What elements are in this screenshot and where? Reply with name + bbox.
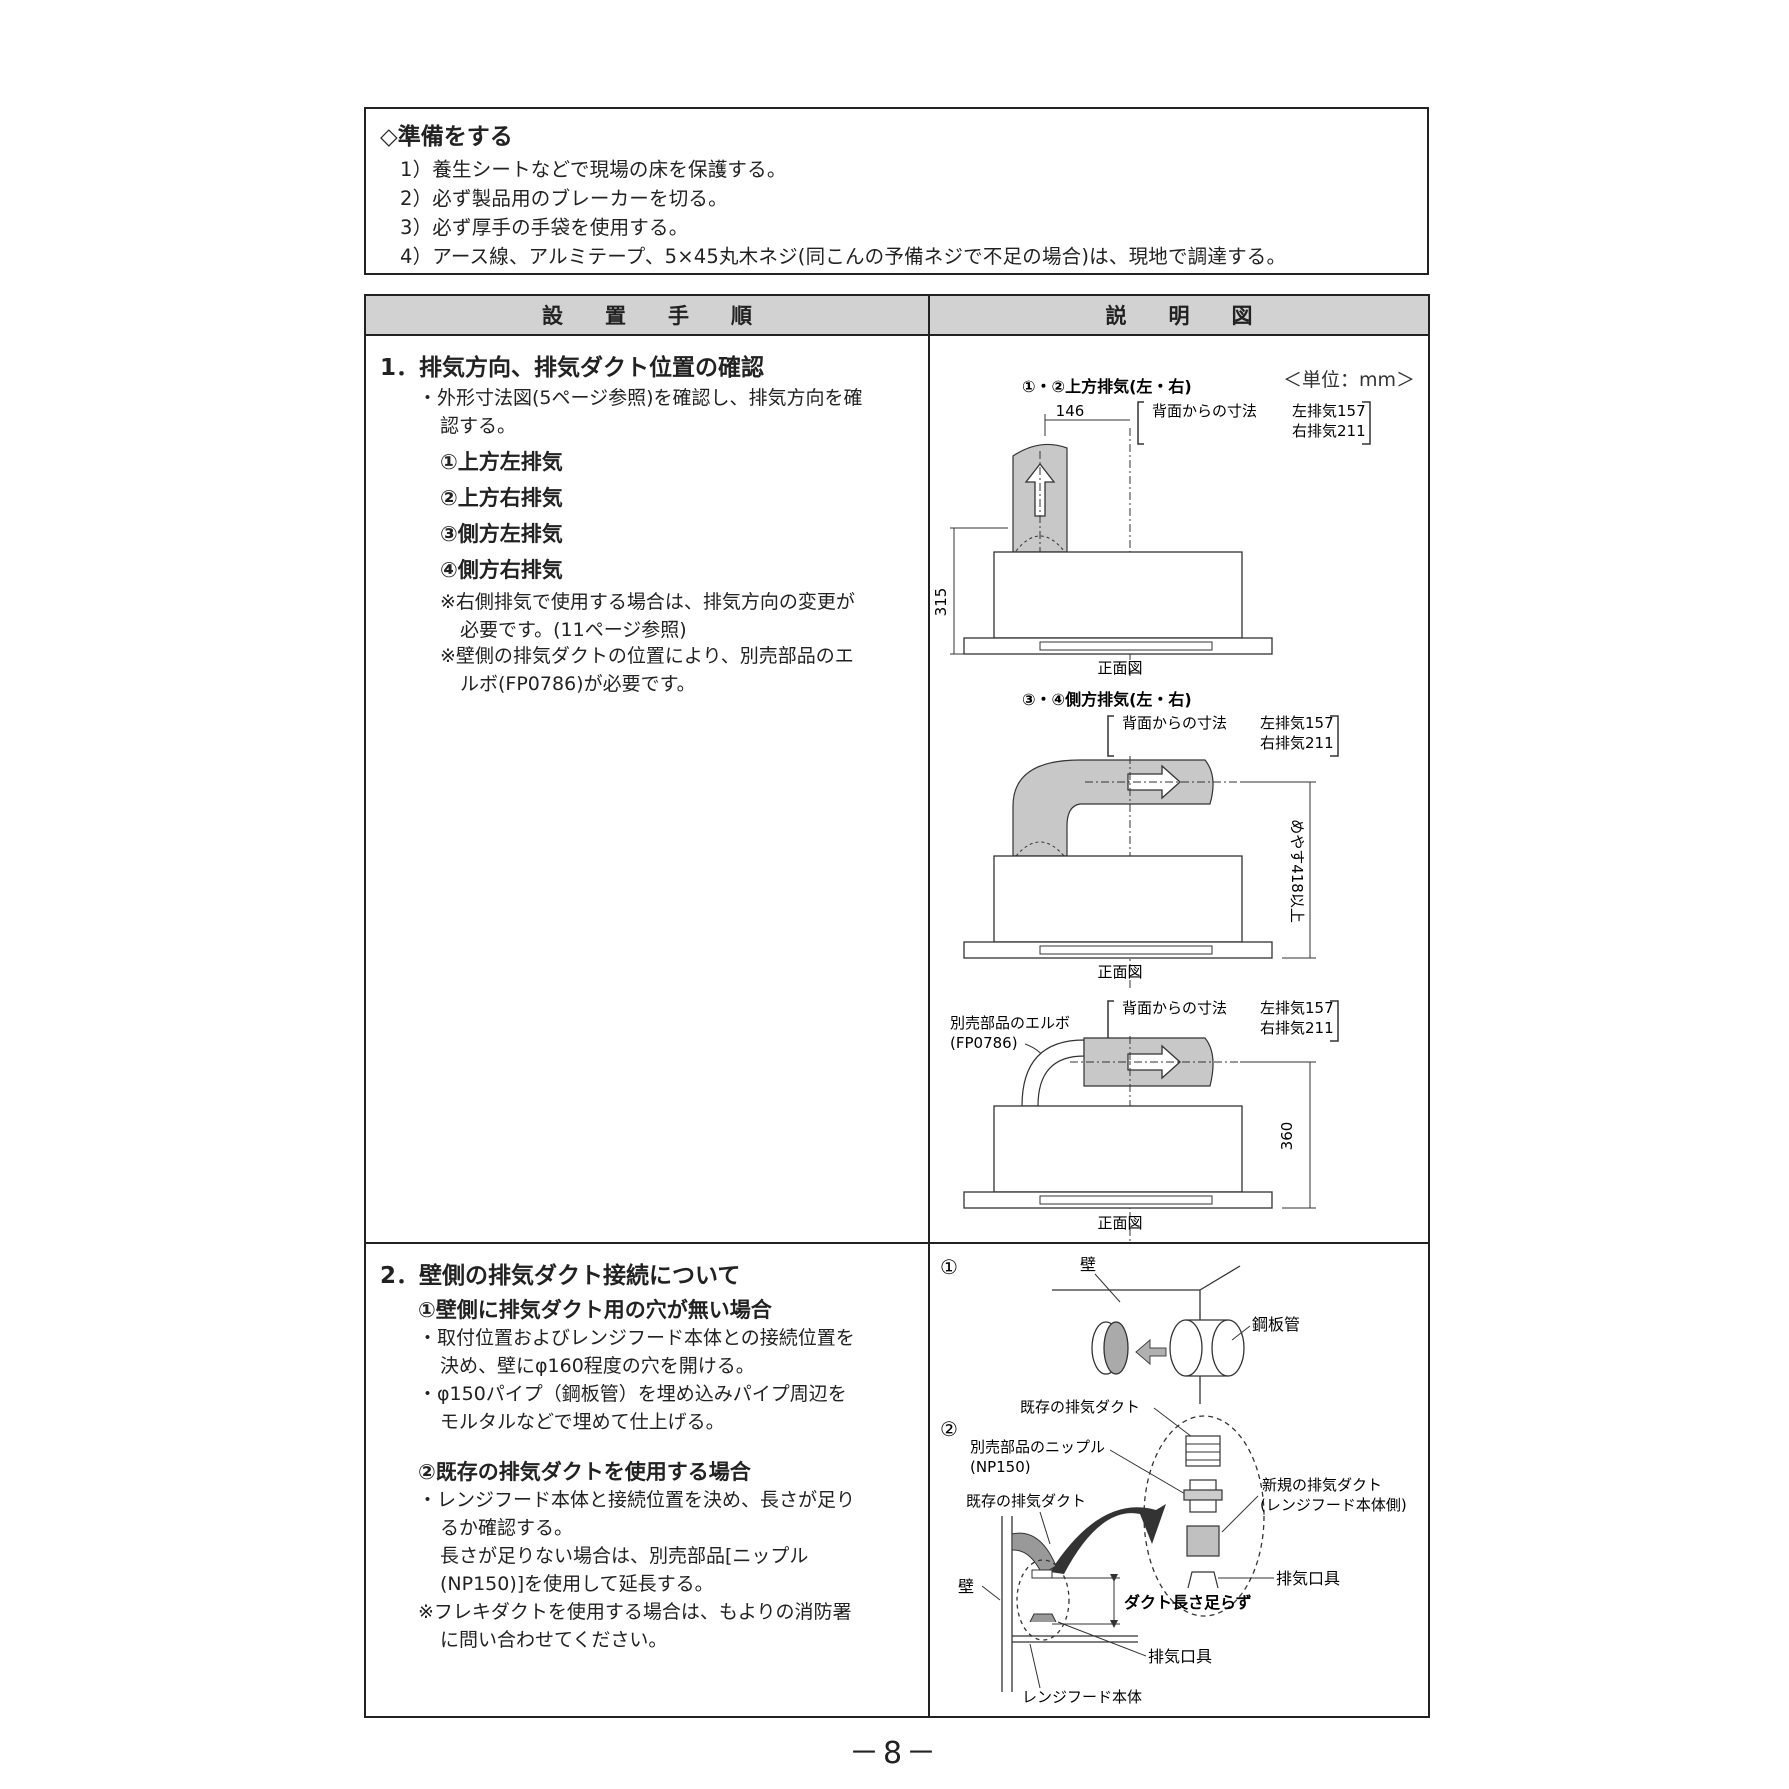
steel-pipe bbox=[1169, 1319, 1203, 1377]
option-side-left-exhaust: ③側方左排気 bbox=[440, 522, 563, 546]
section1-note2-line1: ※壁側の排気ダクトの位置により、別売部品のエ bbox=[440, 645, 854, 667]
preparation-item-1: 1）養生シートなどで現場の床を保護する。 bbox=[400, 158, 787, 181]
side-duct bbox=[1012, 759, 1214, 857]
curved-arrow-icon bbox=[1050, 1504, 1166, 1574]
nipple-label-line1: 別売部品のニップル bbox=[970, 1438, 1105, 1456]
front-view-label-2: 正面図 bbox=[1097, 963, 1142, 981]
section1-bullet-line2: 認する。 bbox=[440, 415, 517, 437]
side-right-211: 右排気211 bbox=[1260, 734, 1334, 752]
option-top-left-exhaust: ①上方左排気 bbox=[440, 450, 563, 474]
elbow-label-line1: 別売部品のエルボ bbox=[950, 1014, 1070, 1032]
section1-note2-line2: ルボ(FP0786)が必要です。 bbox=[460, 673, 696, 695]
top-back-dim-label: 背面からの寸法 bbox=[1152, 402, 1257, 420]
exhaust-fitting-label-1: 排気口具 bbox=[1276, 1569, 1340, 1588]
top-exhaust-title: ①・②上方排気(左・右) bbox=[1022, 377, 1192, 396]
dim-315-label: 315 bbox=[932, 588, 950, 617]
s1-bullet2-line2: モルタルなどで埋めて仕上げる。 bbox=[440, 1411, 725, 1433]
dim-418-label: めやす418以上 bbox=[1288, 819, 1306, 923]
section1-note1-line2: 必要です。(11ページ参照) bbox=[460, 619, 687, 641]
flexible-duct bbox=[1011, 1532, 1057, 1575]
elbow-right-211: 右排気211 bbox=[1260, 1019, 1334, 1037]
header-explanation-figure: 説 明 図 bbox=[930, 296, 1428, 336]
preparation-title: ◇準備をする bbox=[380, 124, 513, 150]
s1-bullet2-line1: ・φ150パイプ（鋼板管）を埋め込みパイプ周辺を bbox=[418, 1383, 847, 1405]
side-back-dim-label: 背面からの寸法 bbox=[1122, 714, 1227, 732]
page-number: －8－ bbox=[848, 1736, 941, 1771]
top-hood-body bbox=[993, 551, 1243, 639]
option-side-right-exhaust: ④側方右排気 bbox=[440, 558, 563, 582]
s2-bullet1-line3: 長さが足りない場合は、別売部品[ニップル bbox=[440, 1545, 809, 1567]
s2-note-line1: ※フレキダクトを使用する場合は、もよりの消防署 bbox=[418, 1601, 852, 1623]
elbow-label-line2: (FP0786) bbox=[950, 1034, 1018, 1052]
column-divider bbox=[928, 296, 930, 1716]
s1-bullet1-line2: 決め、壁にφ160程度の穴を開ける。 bbox=[440, 1355, 755, 1377]
nipple-label-line2: (NP150) bbox=[970, 1458, 1031, 1476]
hood-body-label: レンジフード本体 bbox=[1022, 1688, 1142, 1706]
preparation-box: ◇準備をする 1）養生シートなどで現場の床を保護する。 2）必ず製品用のブレーカ… bbox=[364, 107, 1429, 275]
header-installation-steps: 設 置 手 順 bbox=[366, 296, 928, 336]
exhaust-fitting-label-2: 排気口具 bbox=[1148, 1647, 1212, 1666]
unit-label: ＜単位：mm＞ bbox=[1283, 369, 1415, 391]
s2-bullet1-line4: (NP150)]を使用して延長する。 bbox=[440, 1573, 714, 1595]
s2-bullet1-line1: ・レンジフード本体と接続位置を決め、長さが足り bbox=[418, 1489, 856, 1511]
s2-bullet1-line2: るか確認する。 bbox=[440, 1517, 574, 1539]
left-arrow-icon bbox=[1135, 1338, 1167, 1366]
diagram-number-1: ① bbox=[940, 1255, 958, 1279]
s1-bullet1-line1: ・取付位置およびレンジフード本体との接続位置を bbox=[418, 1327, 855, 1349]
new-duct-label-line2: (レンジフード本体側) bbox=[1260, 1496, 1407, 1514]
top-right-211: 右排気211 bbox=[1292, 422, 1366, 440]
new-duct-part bbox=[1186, 1525, 1220, 1557]
new-duct-label-line1: 新規の排気ダクト bbox=[1262, 1476, 1382, 1494]
side-exhaust-title: ③・④側方排気(左・右) bbox=[1022, 690, 1192, 709]
wall-label-2: 壁 bbox=[958, 1577, 974, 1596]
elbow-back-dim-label: 背面からの寸法 bbox=[1122, 999, 1227, 1017]
section1-title: 1．排気方向、排気ダクト位置の確認 bbox=[380, 355, 765, 381]
preparation-item-2: 2）必ず製品用のブレーカーを切る。 bbox=[400, 187, 728, 210]
existing-duct-label-2: 既存の排気ダクト bbox=[966, 1492, 1086, 1510]
wall-label-1: 壁 bbox=[1080, 1255, 1096, 1274]
exhaust-fitting-part bbox=[1187, 1571, 1219, 1589]
exhaust-direction-diagram: ＜単位：mm＞ ①・②上方排気(左・右) 146 背面からの寸法 左排気157 … bbox=[930, 336, 1430, 1242]
s2-note-line2: に問い合わせてください。 bbox=[440, 1629, 668, 1651]
section2-subtitle-1: ①壁側に排気ダクト用の穴が無い場合 bbox=[418, 1298, 772, 1322]
section2-subtitle-2: ②既存の排気ダクトを使用する場合 bbox=[418, 1460, 751, 1484]
preparation-item-4: 4）アース線、アルミテープ、5×45丸木ネジ(同こんの予備ネジで不足の場合)は、… bbox=[400, 245, 1287, 268]
elbow-part bbox=[1021, 1039, 1085, 1107]
dim-146-label: 146 bbox=[1056, 402, 1085, 420]
preparation-item-3: 3）必ず厚手の手袋を使用する。 bbox=[400, 216, 689, 239]
section1-bullet-line1: ・外形寸法図(5ページ参照)を確認し、排気方向を確 bbox=[418, 387, 863, 409]
section2-title: 2．壁側の排気ダクト接続について bbox=[380, 1263, 741, 1289]
option-top-right-exhaust: ②上方右排気 bbox=[440, 486, 563, 510]
existing-duct-label-1: 既存の排気ダクト bbox=[1020, 1398, 1140, 1416]
existing-duct-part bbox=[1185, 1435, 1221, 1467]
wall-duct-diagram: ① 壁 鋼板管 ② 既存の排気ダクト 別売部品のニップル (NP150) bbox=[930, 1244, 1430, 1716]
steel-pipe-label: 鋼板管 bbox=[1252, 1315, 1300, 1334]
side-left-157: 左排気157 bbox=[1260, 714, 1334, 732]
front-view-label-3: 正面図 bbox=[1097, 1214, 1142, 1232]
installation-table: 設 置 手 順 説 明 図 1．排気方向、排気ダクト位置の確認 ・外形寸法図(5… bbox=[364, 294, 1430, 1718]
row-divider bbox=[366, 1242, 1428, 1244]
elbow-left-157: 左排気157 bbox=[1260, 999, 1334, 1017]
duct-short-label: ダクト長さ足らず bbox=[1124, 1593, 1252, 1612]
section1-note1-line1: ※右側排気で使用する場合は、排気方向の変更が bbox=[440, 591, 855, 613]
top-left-157: 左排気157 bbox=[1292, 402, 1366, 420]
dim-360-label: 360 bbox=[1278, 1122, 1296, 1151]
front-view-label-1: 正面図 bbox=[1097, 659, 1142, 677]
diagram-number-2: ② bbox=[940, 1417, 958, 1441]
